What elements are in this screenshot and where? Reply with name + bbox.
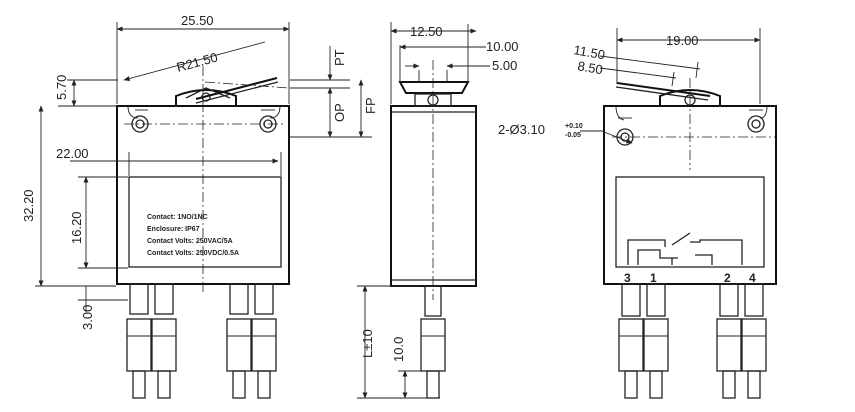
rear-terminals — [618, 283, 767, 399]
pin-label-4: 4 — [749, 271, 756, 285]
dim-pt: PT — [332, 49, 347, 66]
pin-label-1: 1 — [650, 271, 657, 285]
front-view: Contact: 1NO/1NC Enclosure: IP67 Contact… — [21, 13, 378, 399]
dim-8-50: 8.50 — [576, 58, 604, 77]
dim-22-00: 22.00 — [56, 146, 89, 161]
side-terminal — [420, 285, 446, 399]
dim-10-0: 10.0 — [391, 337, 406, 362]
front-lever-actuator — [175, 77, 290, 106]
dim-19-00: 19.00 — [666, 33, 699, 48]
rear-inner-panel — [615, 176, 765, 268]
dim-hole: 2-Ø3.10 — [498, 122, 545, 137]
switch-circuit-symbol — [627, 232, 743, 265]
label-line-2: Enclosure: IP67 — [147, 226, 200, 233]
side-housing — [390, 105, 477, 287]
side-view: 12.50 10.00 5.00 L±10 10.0 — [357, 22, 519, 399]
side-actuator — [398, 24, 470, 107]
dim-10-00: 10.00 — [486, 39, 519, 54]
rear-lever-actuator — [615, 82, 721, 106]
dim-5-00: 5.00 — [492, 58, 517, 73]
dim-hole-tol-minus: -0.05 — [565, 132, 581, 139]
pin-label-3: 3 — [624, 271, 631, 285]
rear-view: 3 1 2 4 19.00 11.5 — [498, 28, 777, 399]
dim-hole-tol-plus: +0.10 — [565, 123, 583, 130]
dim-3-00: 3.00 — [80, 305, 95, 330]
label-line-1: Contact: 1NO/1NC — [147, 214, 208, 221]
pin-label-2: 2 — [724, 271, 731, 285]
dim-5-70: 5.70 — [54, 75, 69, 100]
dim-l-10: L±10 — [360, 329, 375, 358]
label-line-4: Contact Volts: 250VDC/0.5A — [147, 250, 239, 257]
label-line-3: Contact Volts: 250VAC/5A — [147, 238, 233, 245]
dim-11-50: 11.50 — [572, 42, 606, 62]
front-label-panel — [128, 176, 282, 268]
dim-25-50: 25.50 — [181, 13, 214, 28]
dim-16-20: 16.20 — [69, 211, 84, 244]
front-terminals — [126, 283, 277, 399]
dim-fp: FP — [363, 97, 378, 114]
dim-32-20: 32.20 — [21, 189, 36, 222]
dim-r21-50: R21.50 — [175, 50, 219, 75]
dim-12-50: 12.50 — [410, 24, 443, 39]
dim-op: OP — [332, 103, 347, 122]
